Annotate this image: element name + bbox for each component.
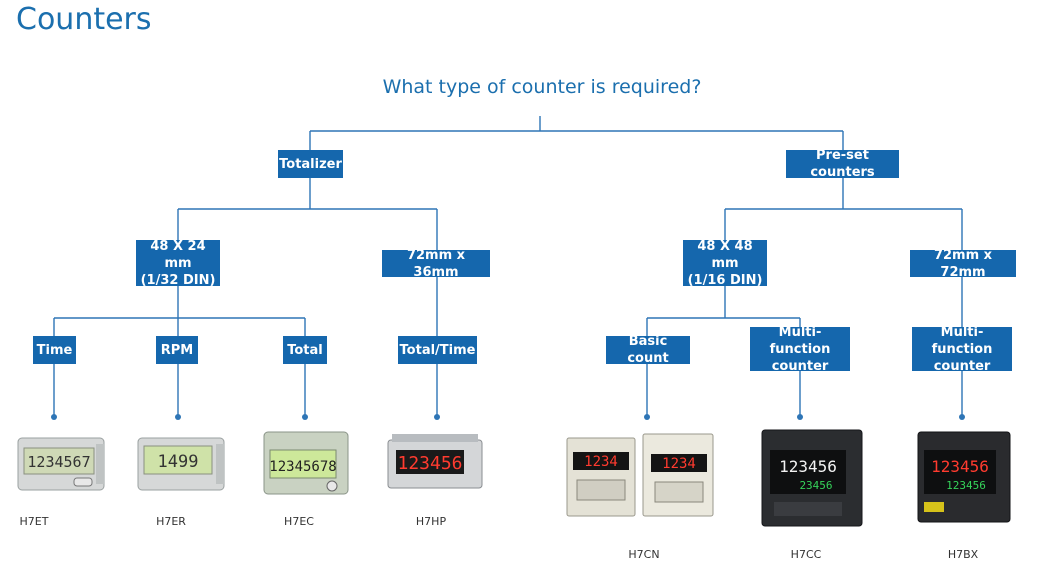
size-48x24-line1: 48 X 24 mm bbox=[150, 238, 206, 271]
type-total-node: Total bbox=[283, 336, 327, 364]
h7cc-device-image: 123456 23456 bbox=[761, 429, 863, 527]
type-total-time-node: Total/Time bbox=[398, 336, 477, 364]
multi-bx-line2: counter bbox=[933, 358, 991, 374]
multi-bx-line1: Multi-function bbox=[931, 324, 993, 357]
product-label-h7bx: H7BX bbox=[947, 548, 979, 561]
product-label-h7cc: H7CC bbox=[790, 548, 822, 561]
multi-cc-line2: counter bbox=[771, 358, 829, 374]
type-multifunction-cc-node: Multi-function counter bbox=[750, 324, 850, 374]
h7cn-led-readout-b: 1234 bbox=[662, 456, 696, 472]
totalizer-node: Totalizer bbox=[278, 150, 343, 178]
product-label-h7et: H7ET bbox=[19, 515, 49, 528]
product-label-h7ec: H7EC bbox=[284, 515, 314, 528]
h7cc-readout-top: 123456 bbox=[779, 457, 837, 476]
product-label-h7hp: H7HP bbox=[415, 515, 447, 528]
preset-counters-node: Pre-set counters bbox=[786, 148, 899, 180]
type-time-node: Time bbox=[33, 336, 76, 364]
h7hp-led-readout: 123456 bbox=[397, 453, 462, 474]
size-48x24-node: 48 X 24 mm (1/32 DIN) bbox=[136, 238, 220, 288]
type-rpm-node: RPM bbox=[156, 336, 198, 364]
h7bx-readout-top: 123456 bbox=[931, 457, 989, 476]
size-48x48-node: 48 X 48 mm (1/16 DIN) bbox=[683, 238, 767, 288]
product-label-h7er: H7ER bbox=[156, 515, 186, 528]
connector-dot bbox=[959, 414, 965, 420]
multi-cc-line1: Multi-function bbox=[769, 324, 831, 357]
h7er-lcd-readout: 1499 bbox=[158, 452, 199, 472]
h7bx-readout-bottom: 123456 bbox=[946, 479, 986, 492]
question-heading: What type of counter is required? bbox=[382, 76, 702, 98]
connector-dot bbox=[644, 414, 650, 420]
h7et-device-image: 1234567 bbox=[17, 437, 105, 491]
size-48x24-line2: (1/32 DIN) bbox=[140, 272, 216, 288]
h7cn-device-image: 1234 1234 bbox=[566, 433, 714, 517]
h7cc-readout-bottom: 23456 bbox=[799, 479, 832, 492]
h7ec-device-image: 12345678 bbox=[263, 431, 349, 495]
size-72x72-node: 72mm x 72mm bbox=[910, 248, 1016, 280]
product-label-h7cn: H7CN bbox=[628, 548, 660, 561]
connector-dot bbox=[797, 414, 803, 420]
type-multifunction-bx-node: Multi-function counter bbox=[912, 324, 1012, 374]
connector-dot bbox=[434, 414, 440, 420]
size-48x48-line1: 48 X 48 mm bbox=[697, 238, 753, 271]
type-basic-count-node: Basic count bbox=[606, 334, 690, 366]
h7bx-device-image: 123456 123456 bbox=[917, 431, 1011, 523]
size-48x48-line2: (1/16 DIN) bbox=[687, 272, 763, 288]
connector-dot bbox=[51, 414, 57, 420]
connector-dot bbox=[175, 414, 181, 420]
connector-dot bbox=[302, 414, 308, 420]
h7er-device-image: 1499 bbox=[137, 437, 225, 491]
h7et-lcd-readout: 1234567 bbox=[27, 453, 90, 471]
h7cn-led-readout-a: 1234 bbox=[584, 454, 618, 470]
size-72x36-node: 72mm x 36mm bbox=[382, 248, 490, 280]
page-title: Counters bbox=[16, 2, 152, 37]
h7ec-lcd-readout: 12345678 bbox=[269, 459, 336, 475]
h7hp-device-image: 123456 bbox=[387, 434, 483, 489]
